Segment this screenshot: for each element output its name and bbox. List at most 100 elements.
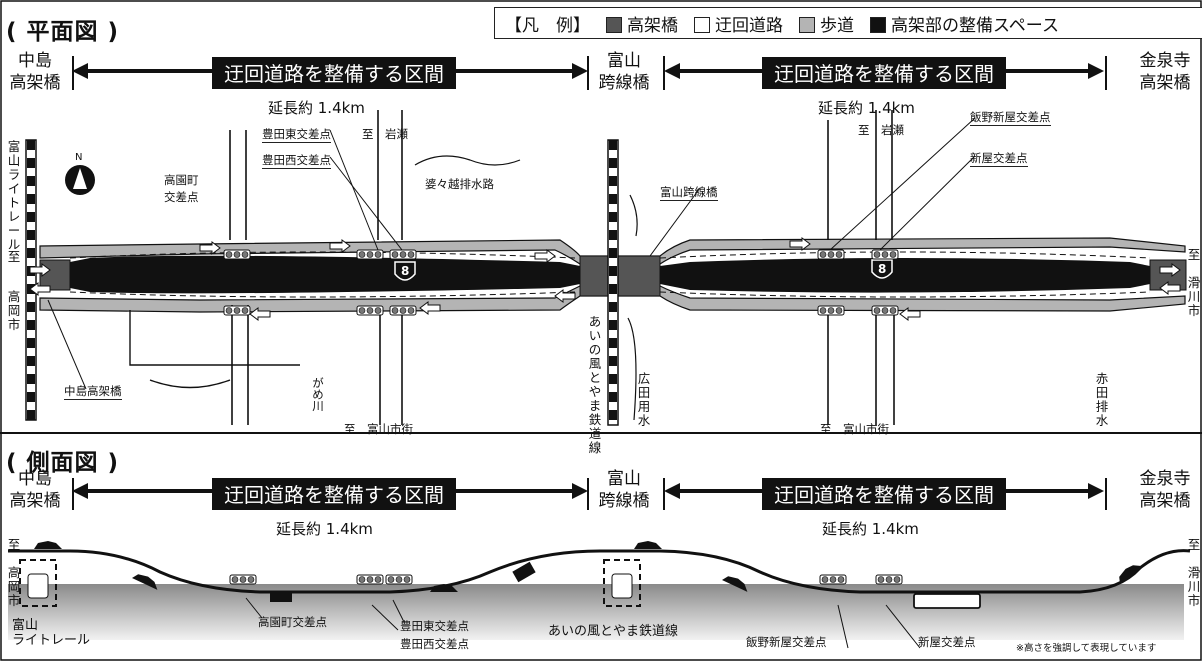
- label-gamegawa: がめ川: [311, 377, 325, 412]
- label-toyoda-west-side: 豊田西交差点: [400, 637, 469, 651]
- plan-traffic-signal-4-lamp-2: [407, 307, 415, 314]
- label-iwase-right: 至 岩瀬: [858, 123, 904, 137]
- plan-traffic-signal-2-lamp-0: [391, 251, 399, 258]
- side-traffic-signal-4-lamp-0: [877, 576, 885, 583]
- side-truck-icon-1: [512, 561, 536, 583]
- plan-viaduct-toyama: [579, 255, 661, 297]
- label-shinya-top: 新屋交差点: [970, 151, 1028, 167]
- side-leader-line-4: [885, 604, 921, 649]
- plan-traffic-signal-5-lamp-1: [233, 307, 241, 314]
- side-car-icon-5: [1119, 565, 1142, 584]
- label-toyoda-east-side: 豊田東交差点: [400, 619, 469, 633]
- plan-center-end-label: 富山 跨線橋: [598, 51, 650, 93]
- side-leader-line-2: [392, 599, 405, 623]
- side-traffic-signal-2-lamp-1: [395, 576, 403, 583]
- plan-arrow-east-2: [329, 239, 351, 253]
- plan-leader-line-0: [329, 129, 379, 251]
- route-8-shield-0: [394, 261, 416, 281]
- plan-sidewalk-south: [39, 285, 1186, 313]
- side-traffic-signal-4-lamp-1: [885, 576, 893, 583]
- side-car-icon-1: [132, 574, 158, 590]
- label-city-left: 至 富山市街: [344, 422, 413, 436]
- plan-drain-line: [414, 155, 521, 166]
- side-rail-box-1: [603, 559, 641, 607]
- plan-traffic-signal-0-lamp-0: [225, 251, 233, 258]
- legend: 【凡 例】 高架橋 迂回道路 歩道 高架部の整備スペース: [494, 7, 1202, 39]
- plan-arrow-east-1: [199, 241, 221, 255]
- side-band-left: 迂回道路を整備する区間: [212, 478, 456, 510]
- legend-swatch-space: [870, 16, 886, 33]
- legend-item-detour: 迂回道路: [694, 11, 783, 36]
- label-takaoka-plan: 高岡市: [7, 289, 21, 332]
- side-traffic-signal-2-lamp-0: [387, 576, 395, 583]
- side-traffic-signal-0-lamp-1: [239, 576, 247, 583]
- label-takazono-top: 高園町 交差点: [164, 173, 199, 204]
- plan-arrow-east-5: [1159, 263, 1181, 277]
- side-traffic-signal-0-lamp-0: [231, 576, 239, 583]
- plan-traffic-signal-4-lamp-0: [391, 307, 399, 314]
- plan-space-east: [660, 258, 1150, 293]
- label-bababa-drain: 婆々越排水路: [425, 177, 494, 191]
- label-hiroda-canal: 広田用水: [637, 371, 651, 428]
- side-car-icon-3: [634, 541, 662, 549]
- plan-traffic-signal-1-lamp-0: [358, 251, 366, 258]
- side-band-right: 迂回道路を整備する区間: [762, 478, 1006, 510]
- side-note: ※高さを強調して表現しています: [1016, 643, 1157, 654]
- plan-traffic-signal-3-lamp-2: [374, 307, 382, 314]
- plan-left-end-label: 中島 高架橋: [9, 51, 61, 93]
- side-leader-line-1: [371, 604, 399, 631]
- plan-arrow-east-0: [29, 263, 51, 277]
- plan-arrow-west-3: [554, 289, 576, 303]
- plan-traffic-signal-1-lamp-1: [366, 251, 374, 258]
- plan-span-arrow-1-head-right: [1088, 63, 1104, 79]
- legend-item-sidewalk: 歩道: [799, 11, 854, 36]
- side-traffic-signal-1-lamp-0: [358, 576, 366, 583]
- legend-bracket: 【凡 例】: [505, 15, 590, 36]
- plan-minor-road-sw: [129, 310, 300, 389]
- side-rail-box-0: [19, 559, 57, 607]
- plan-leader-line-1: [329, 156, 403, 251]
- plan-arrow-west-2: [419, 301, 441, 315]
- plan-view-title: ( 平面図 ): [6, 19, 120, 45]
- side-length-right: 延長約 1.4km: [822, 520, 919, 538]
- plan-arrow-west-4: [899, 307, 921, 321]
- plan-traffic-signal-5-lamp-0: [225, 307, 233, 314]
- label-ainokaze-plan: あいの風とやま鉄道線: [588, 314, 602, 455]
- label-ainokaze-side: あいの風とやま鉄道線: [548, 624, 679, 639]
- plan-leader-line-2: [829, 117, 976, 251]
- plan-traffic-signal-1-lamp-2: [374, 251, 382, 258]
- plan-arrow-east-4: [789, 237, 811, 251]
- side-leader-line-3: [837, 604, 849, 649]
- plan-traffic-signal-9-lamp-1: [881, 307, 889, 314]
- label-iino-top: 飯野新屋交差点: [970, 110, 1051, 126]
- label-to-left-side: 至: [7, 537, 21, 552]
- plan-viaduct-nakajima: [39, 259, 71, 291]
- label-toyama-overpass: 富山跨線橋: [660, 185, 718, 201]
- side-leader-line-0: [245, 597, 263, 619]
- side-span-arrow-0-head-right: [572, 483, 588, 499]
- plan-traffic-signal-3-lamp-0: [358, 307, 366, 314]
- plan-traffic-signal-7-lamp-1: [881, 251, 889, 258]
- side-traffic-signal-2-lamp-2: [403, 576, 411, 583]
- plan-traffic-signal-9-lamp-0: [873, 307, 881, 314]
- plan-traffic-signal-2-lamp-1: [399, 251, 407, 258]
- label-toyoda-east-top: 豊田東交差点: [262, 127, 331, 143]
- plan-length-right: 延長約 1.4km: [818, 99, 915, 117]
- plan-traffic-signal-8-lamp-1: [827, 307, 835, 314]
- plan-space-west: [70, 255, 580, 294]
- legend-item-viaduct: 高架橋: [606, 11, 678, 36]
- side-traffic-signal-3-lamp-1: [829, 576, 837, 583]
- label-to-right-side: 至: [1187, 537, 1201, 552]
- label-shinya-side: 新屋交差点: [918, 635, 976, 649]
- side-span-arrow-1-head-right: [1088, 483, 1104, 499]
- label-nakajima-viaduct: 中島高架橋: [64, 384, 122, 400]
- side-train-icon-0: [27, 573, 49, 599]
- plan-band-left: 迂回道路を整備する区間: [212, 57, 456, 89]
- plan-leader-line-5: [649, 187, 701, 257]
- plan-traffic-signal-5-lamp-2: [241, 307, 249, 314]
- route-8-shield-1: [871, 259, 893, 279]
- side-left-end-label: 中島 高架橋: [9, 469, 61, 511]
- plan-traffic-signal-4-lamp-1: [399, 307, 407, 314]
